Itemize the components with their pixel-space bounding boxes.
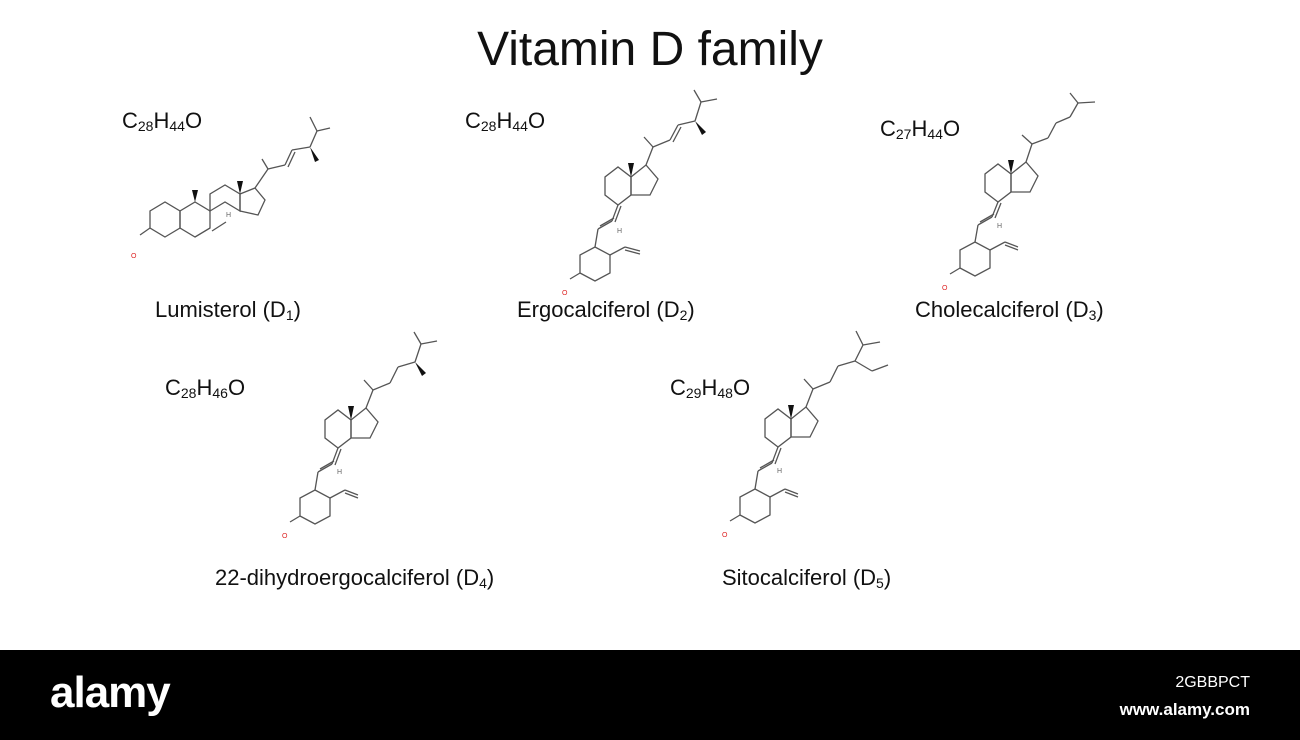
sitocalciferol-ring-d [790, 406, 819, 438]
lumisterol-hydroxyl-label: O [131, 253, 137, 260]
lumisterol-ring-d [239, 187, 266, 216]
structure-cholecalciferol: O H [942, 92, 1096, 292]
image-id-label: 2GBBPCT [1175, 674, 1250, 691]
cholecalciferol-ring-d [1010, 161, 1039, 193]
formula-ergocalciferol: C28H44O [465, 108, 546, 134]
caption-sitocalciferol: Sitocalciferol (D5) [722, 565, 892, 591]
caption-ergocalciferol: Ergocalciferol (D2) [517, 297, 695, 323]
page-title: Vitamin D family [477, 23, 823, 76]
cholecalciferol-hydroxyl-label: O [942, 285, 948, 292]
cholecalciferol-ring-a [959, 241, 991, 277]
dihydroergocalciferol-ring-a [299, 489, 331, 525]
caption-cholecalciferol: Cholecalciferol (D3) [915, 297, 1104, 323]
footer-bar: alamy 2GBBPCT www.alamy.com [0, 650, 1300, 740]
lumisterol-hydrogen-label: H [226, 212, 231, 219]
caption-dihydroergocalciferol: 22-dihydroergocalciferol (D4) [215, 565, 495, 591]
dihydroergocalciferol-ring-c [324, 409, 352, 449]
ergocalciferol-ring-d [630, 164, 659, 196]
site-link[interactable]: www.alamy.com [1119, 700, 1250, 719]
formula-sitocalciferol: C29H48O [670, 375, 751, 401]
dihydroergocalciferol-hydrogen-label: H [337, 469, 342, 476]
structure-lumisterol: O H [131, 116, 331, 260]
sitocalciferol-ring-c [764, 408, 792, 448]
caption-lumisterol: Lumisterol (D1) [155, 297, 301, 323]
lumisterol-ring-b [179, 201, 211, 238]
structure-ergocalciferol: O H [562, 89, 718, 297]
cholecalciferol-hydrogen-label: H [997, 223, 1002, 230]
ergocalciferol-hydroxyl-label: O [562, 290, 568, 297]
dihydroergocalciferol-ring-d [350, 407, 379, 439]
structure-dihydroergocalciferol: O H [282, 331, 438, 540]
dihydroergocalciferol-hydroxyl-label: O [282, 533, 288, 540]
ergocalciferol-hydrogen-label: H [617, 228, 622, 235]
formula-lumisterol: C28H44O [122, 108, 203, 134]
sitocalciferol-hydroxyl-label: O [722, 532, 728, 539]
formula-cholecalciferol: C27H44O [880, 116, 961, 142]
formula-dihydroergocalciferol: C28H46O [165, 375, 246, 401]
cholecalciferol-ring-c [984, 163, 1012, 203]
lumisterol-ring-a [149, 201, 181, 238]
sitocalciferol-hydrogen-label: H [777, 468, 782, 475]
lumisterol-ring-c [209, 184, 241, 213]
structure-sitocalciferol: O H [722, 330, 889, 539]
ergocalciferol-ring-c [604, 166, 632, 206]
sitocalciferol-ring-a [739, 488, 771, 524]
brand-logo[interactable]: alamy [50, 668, 171, 717]
ergocalciferol-ring-a [579, 246, 611, 282]
